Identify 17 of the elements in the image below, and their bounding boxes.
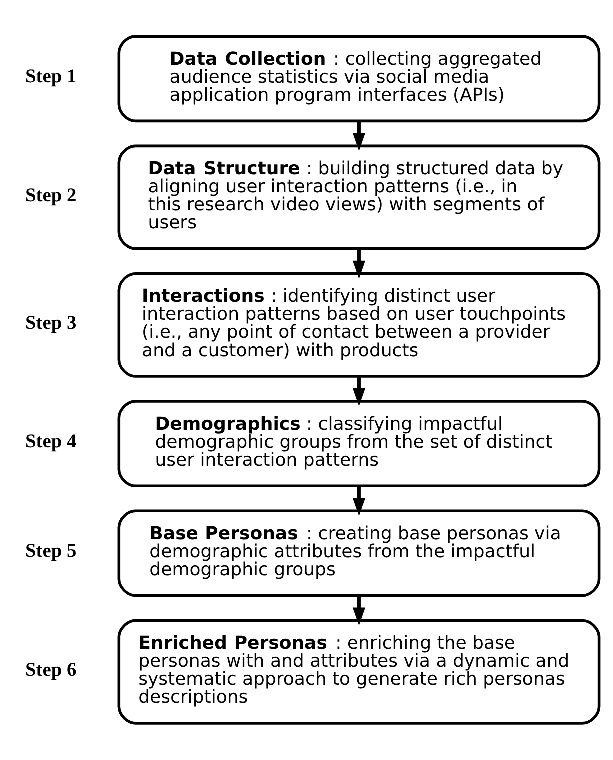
- node-label: Step 4: [25, 432, 77, 453]
- node-box: Base Personas: creating base personas via demographic attributes from the impactful demographic groups: [118, 510, 601, 598]
- node-box: Interactions: identifying distinct user interaction patterns based on user touchpoints (i.e., any point of contact between a provider and a customer) with products: [118, 272, 601, 378]
- node-label: Step 5: [25, 541, 77, 562]
- node-box: Demographics: classifying impactful demographic groups from the set of distinct user interaction patterns: [118, 400, 601, 488]
- node-label: Step 1: [25, 66, 77, 88]
- node-label: Step 2: [25, 185, 77, 206]
- node-box: Data Collection: collecting aggregated audience statistics via social media application program interfaces (APIs): [118, 35, 601, 123]
- node-label: Step 6: [25, 660, 77, 681]
- arrow: [352, 377, 366, 406]
- node-box: Data Structure: building structured data by aligning user interaction patterns (i.e., in this research video views) with segments of users: [118, 144, 601, 250]
- node-label: Step 3: [25, 312, 77, 334]
- arrow: [352, 249, 366, 279]
- arrow: [352, 121, 366, 152]
- arrow: [352, 486, 366, 516]
- node-box: Enriched Personas: enriching the base personas with and attributes via a dynamic and systematic approach to generate rich personas descriptions: [118, 619, 601, 725]
- arrow: [352, 596, 366, 626]
